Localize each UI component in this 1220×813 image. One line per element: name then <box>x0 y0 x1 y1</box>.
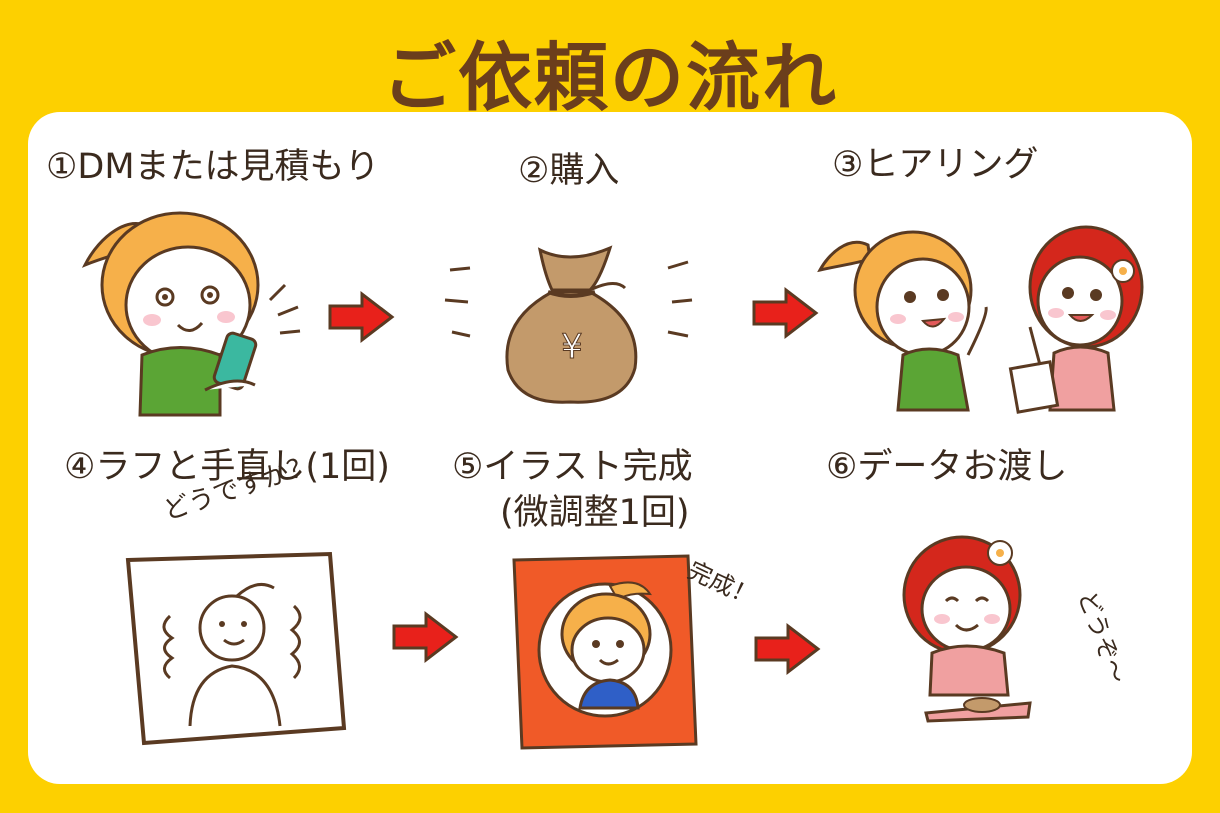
arrow-3-icon <box>392 610 459 664</box>
finished-illustration: 完成！ <box>512 554 761 750</box>
step-3-label: ③ヒアリング <box>832 145 1039 185</box>
rough-sketch-illustration: どうですか？ <box>125 450 347 746</box>
arrow-1-icon <box>328 290 395 344</box>
step-6-label: ⑥データお渡し <box>826 447 1068 487</box>
step-5-label: ⑤イラスト完成 <box>452 447 693 487</box>
yen-symbol: ¥ <box>561 327 583 367</box>
money-bag-illustration: ¥ <box>444 245 693 404</box>
page-title: ご依頼の流れ <box>382 35 838 121</box>
data-delivery-illustration: どうぞ〜 <box>902 535 1132 723</box>
step-5-sublabel: (微調整1回) <box>500 493 690 533</box>
hearing-illustration <box>817 225 1144 414</box>
step-5-note: 完成！ <box>683 556 760 612</box>
arrow-4-icon <box>754 622 821 676</box>
girl-with-phone-illustration <box>81 211 301 417</box>
step-2-label: ②購入 <box>518 151 620 191</box>
step-4-label: ④ラフと手直し(1回) <box>64 447 390 487</box>
step-1-label: ①DMまたは見積もり <box>46 147 380 187</box>
arrow-2-icon <box>752 286 819 340</box>
